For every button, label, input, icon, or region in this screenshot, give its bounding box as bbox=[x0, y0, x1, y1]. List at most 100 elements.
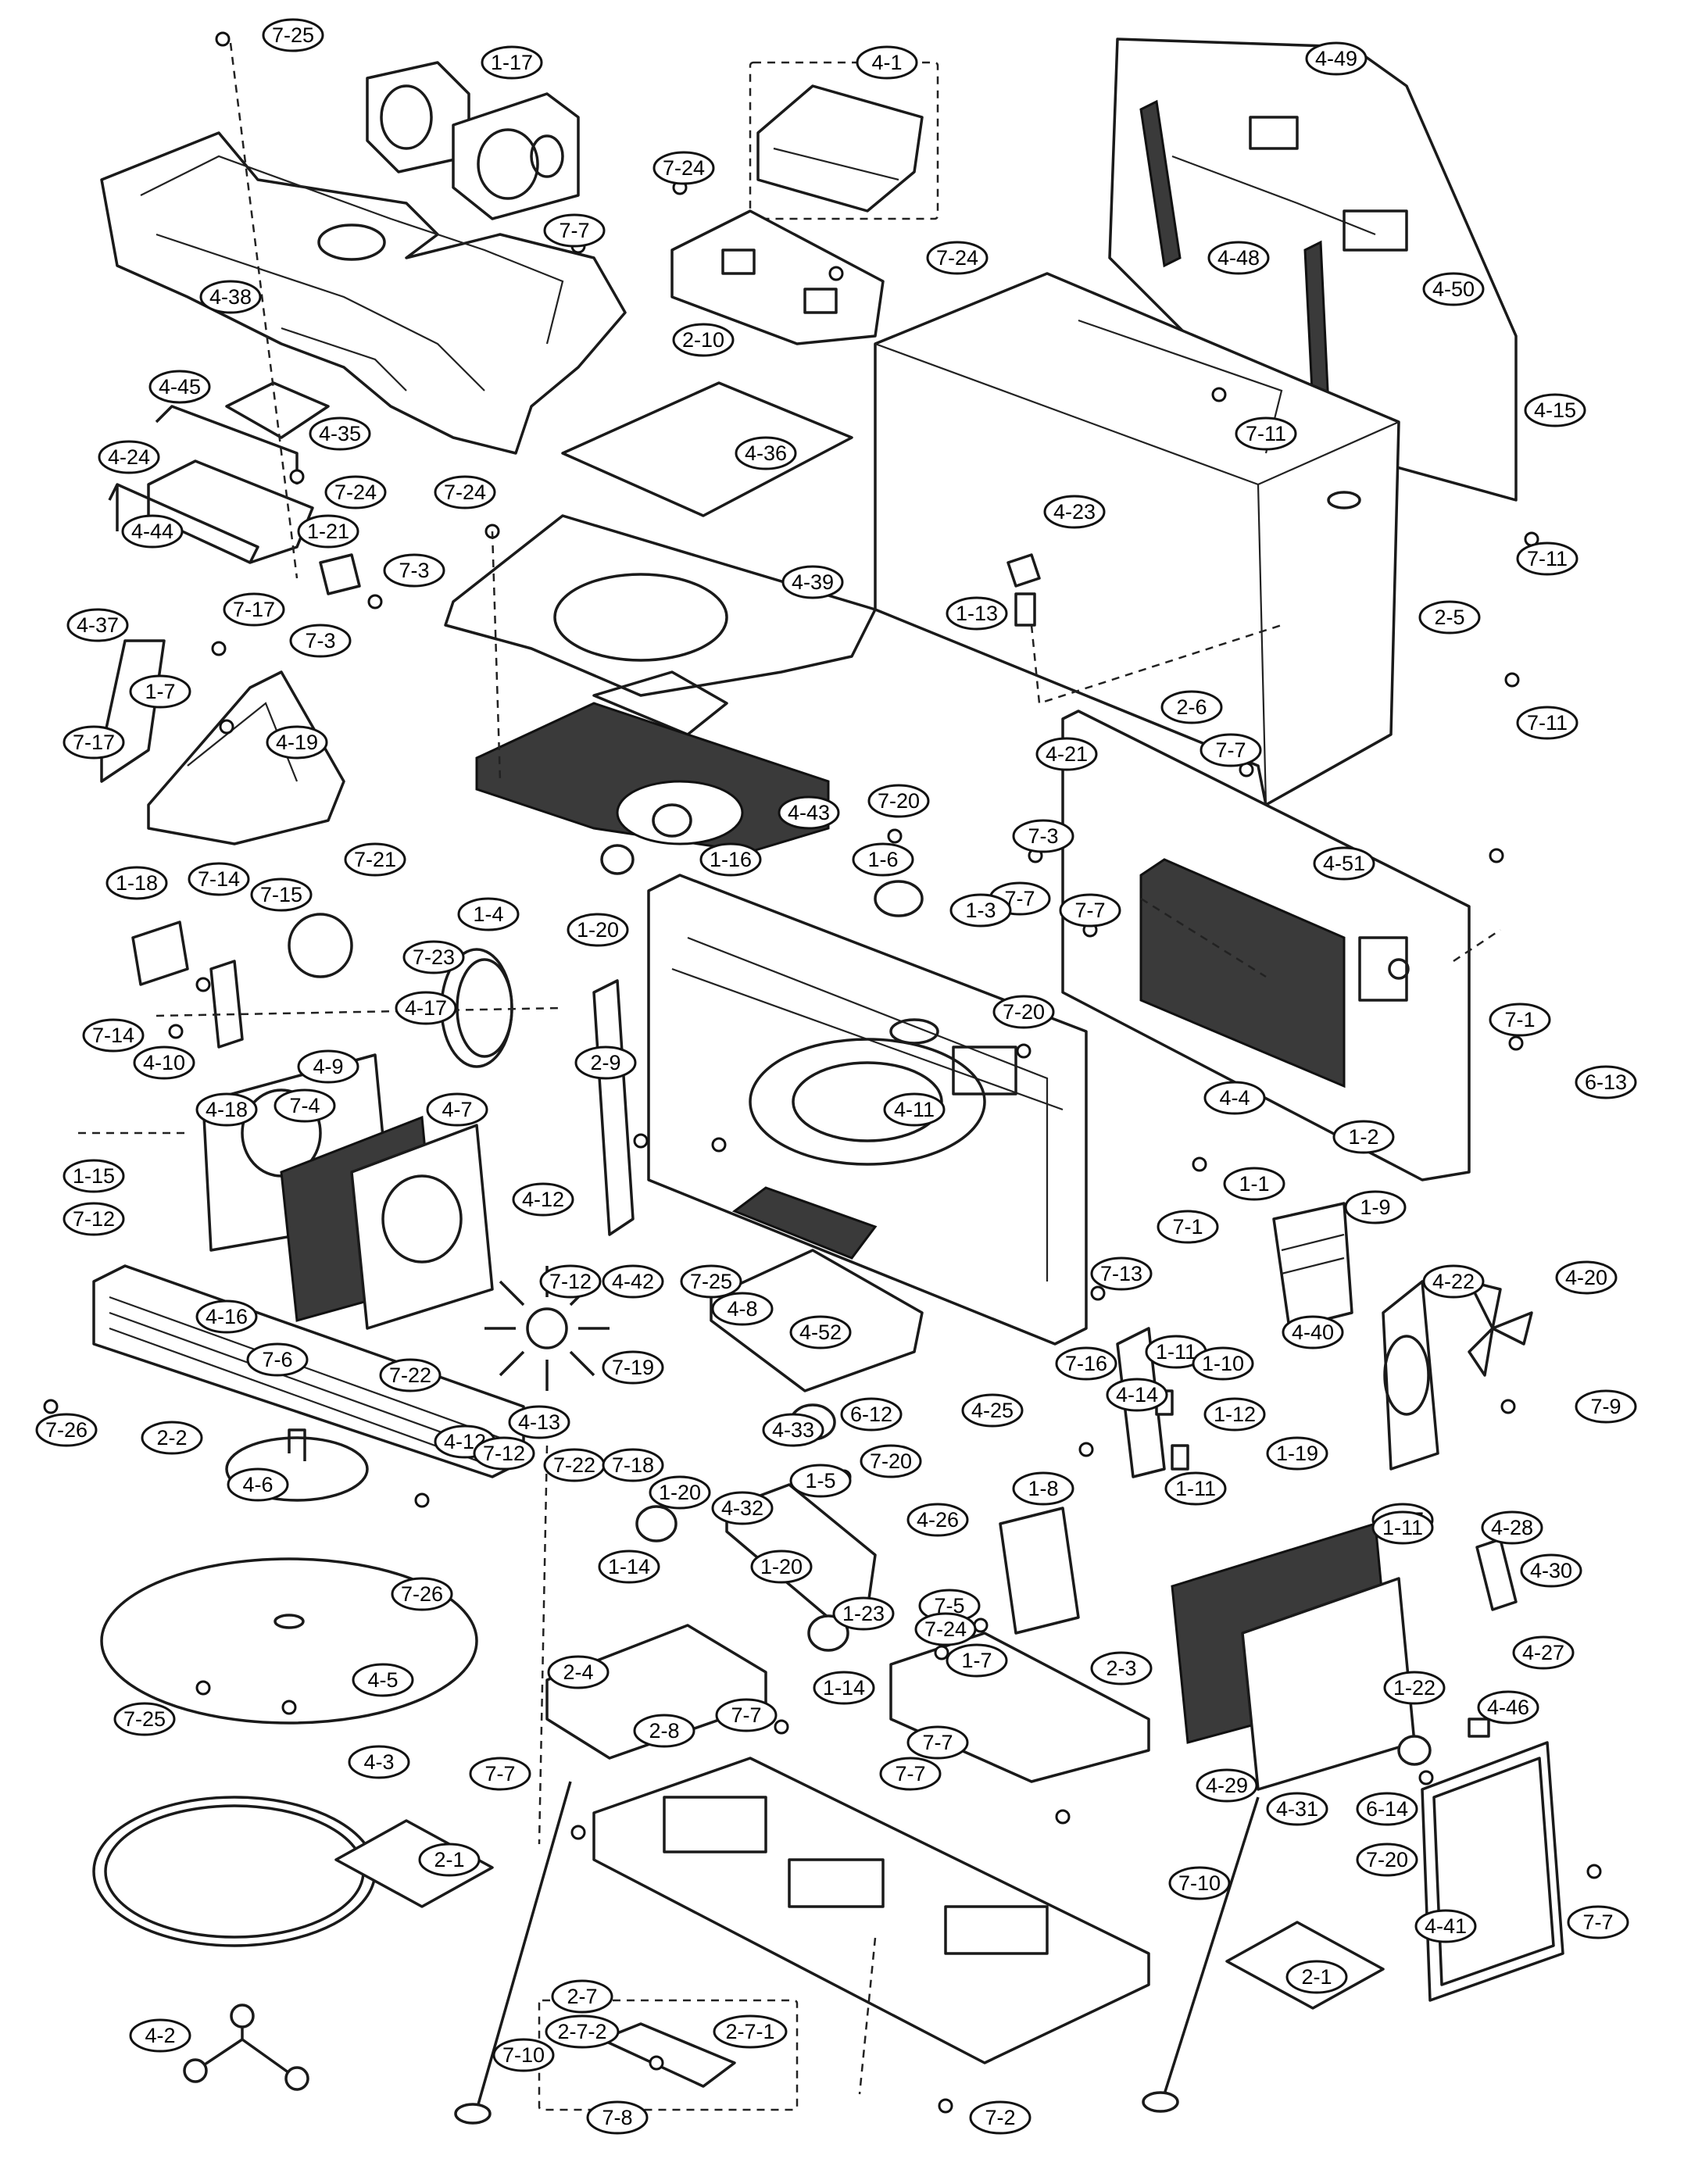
callout-1-4: 1-4 bbox=[457, 897, 520, 931]
callout-ellipse bbox=[1516, 706, 1579, 740]
callout-label: 4-25 bbox=[971, 1399, 1014, 1422]
callout-1-19: 1-19 bbox=[1266, 1436, 1328, 1471]
callout-ellipse bbox=[141, 1421, 203, 1455]
callout-label: 7-6 bbox=[262, 1348, 292, 1371]
callout-label: 1-17 bbox=[491, 51, 533, 74]
callout-ellipse bbox=[274, 1088, 336, 1123]
callout-4-37: 4-37 bbox=[66, 608, 129, 642]
callout-ellipse bbox=[926, 241, 989, 275]
callout-4-27: 4-27 bbox=[1512, 1635, 1575, 1670]
callout-2-1: 2-1 bbox=[1285, 1960, 1348, 1994]
callout-ellipse bbox=[426, 1092, 488, 1127]
callout-4-24: 4-24 bbox=[98, 440, 160, 474]
callout-1-23: 1-23 bbox=[832, 1596, 895, 1631]
callout-4-6: 4-6 bbox=[227, 1467, 289, 1502]
callout-7-20: 7-20 bbox=[860, 1444, 922, 1478]
callout-label: 7-1 bbox=[1504, 1008, 1535, 1031]
callout-7-24: 7-24 bbox=[914, 1612, 977, 1646]
callout-ellipse bbox=[481, 45, 543, 80]
callout-2-7: 2-7 bbox=[551, 1979, 613, 2014]
callout-label: 2-6 bbox=[1176, 695, 1207, 719]
callout-ellipse bbox=[860, 1444, 922, 1478]
callout-7-17: 7-17 bbox=[63, 725, 125, 760]
callout-ellipse bbox=[598, 1550, 660, 1584]
callout-ellipse bbox=[391, 1577, 453, 1611]
callout-label: 1-7 bbox=[145, 680, 175, 703]
control-side-panel bbox=[1061, 710, 1471, 1181]
callout-ellipse bbox=[1356, 1792, 1418, 1826]
callout-label: 4-17 bbox=[405, 996, 447, 1020]
callout-label: 7-7 bbox=[1582, 1911, 1613, 1934]
callout-label: 4-46 bbox=[1487, 1696, 1529, 1719]
callout-ellipse bbox=[1223, 1167, 1285, 1201]
callout-1-5: 1-5 bbox=[789, 1464, 852, 1498]
callout-7-19: 7-19 bbox=[602, 1350, 664, 1385]
callout-7-20: 7-20 bbox=[992, 995, 1055, 1029]
callout-ellipse bbox=[545, 2014, 620, 2049]
callout-4-22: 4-22 bbox=[1422, 1264, 1485, 1299]
callout-label: 1-11 bbox=[1175, 1477, 1216, 1500]
callout-label: 4-28 bbox=[1491, 1516, 1533, 1539]
callout-ellipse bbox=[856, 45, 918, 80]
callout-7-7: 7-7 bbox=[879, 1757, 942, 1791]
callout-ellipse bbox=[1356, 1843, 1418, 1877]
callout-label: 4-48 bbox=[1217, 246, 1260, 270]
callout-label: 7-7 bbox=[1215, 738, 1246, 762]
callout-ellipse bbox=[434, 475, 496, 509]
callout-label: 4-39 bbox=[792, 570, 834, 594]
callout-ellipse bbox=[602, 1448, 664, 1482]
callout-label: 4-36 bbox=[745, 441, 787, 465]
callout-ellipse bbox=[551, 1979, 613, 2014]
callout-ellipse bbox=[1567, 1905, 1629, 1939]
fan-blade bbox=[1468, 1280, 1533, 1377]
callout-ellipse bbox=[1055, 1346, 1117, 1381]
callout-ellipse bbox=[297, 1049, 359, 1084]
callout-label: 7-24 bbox=[663, 156, 705, 180]
callout-7-24: 7-24 bbox=[926, 241, 989, 275]
callout-4-45: 4-45 bbox=[148, 370, 211, 404]
callout-7-24: 7-24 bbox=[324, 475, 387, 509]
callout-label: 1-15 bbox=[73, 1164, 115, 1188]
callout-label: 7-2 bbox=[985, 2106, 1015, 2129]
callout-ellipse bbox=[672, 323, 735, 357]
callout-7-25: 7-25 bbox=[680, 1264, 742, 1299]
callout-ellipse bbox=[949, 893, 1012, 928]
callout-ellipse bbox=[1266, 1436, 1328, 1471]
callout-label: 4-42 bbox=[612, 1270, 654, 1293]
callout-ellipse bbox=[121, 514, 184, 549]
callout-2-4: 2-4 bbox=[547, 1655, 610, 1689]
callout-ellipse bbox=[195, 1299, 258, 1334]
callout-7-20: 7-20 bbox=[867, 784, 930, 818]
callout-4-4: 4-4 bbox=[1203, 1081, 1266, 1115]
callout-ellipse bbox=[1012, 1471, 1074, 1506]
callout-7-10: 7-10 bbox=[492, 2038, 555, 2072]
callout-4-17: 4-17 bbox=[395, 991, 457, 1025]
callout-ellipse bbox=[297, 514, 359, 549]
callout-7-14: 7-14 bbox=[188, 862, 250, 896]
callout-7-20: 7-20 bbox=[1356, 1843, 1418, 1877]
callout-label: 4-3 bbox=[363, 1750, 394, 1774]
callout-ellipse bbox=[223, 592, 285, 627]
callout-1-15: 1-15 bbox=[63, 1159, 125, 1193]
callout-1-9: 1-9 bbox=[1344, 1190, 1407, 1224]
screw-icons bbox=[43, 31, 1602, 2114]
callout-label: 1-1 bbox=[1239, 1172, 1269, 1196]
callout-label: 4-49 bbox=[1315, 47, 1357, 70]
callout-ellipse bbox=[129, 2018, 191, 2053]
callout-label: 2-2 bbox=[156, 1426, 187, 1449]
callout-1-3: 1-3 bbox=[949, 893, 1012, 928]
callout-4-43: 4-43 bbox=[778, 795, 840, 830]
callout-label: 7-13 bbox=[1100, 1262, 1142, 1285]
callout-label: 4-19 bbox=[276, 731, 318, 754]
callout-ellipse bbox=[1285, 1960, 1348, 1994]
callout-ellipse bbox=[883, 1092, 946, 1127]
air-duct-housing bbox=[100, 131, 627, 455]
callout-ellipse bbox=[63, 1159, 125, 1193]
callout-ellipse bbox=[567, 913, 629, 947]
callout-label: 2-4 bbox=[563, 1660, 593, 1684]
callout-7-18: 7-18 bbox=[602, 1448, 664, 1482]
callout-ellipse bbox=[539, 1264, 602, 1299]
callout-label: 4-41 bbox=[1425, 1914, 1467, 1938]
callout-2-8: 2-8 bbox=[633, 1714, 695, 1748]
